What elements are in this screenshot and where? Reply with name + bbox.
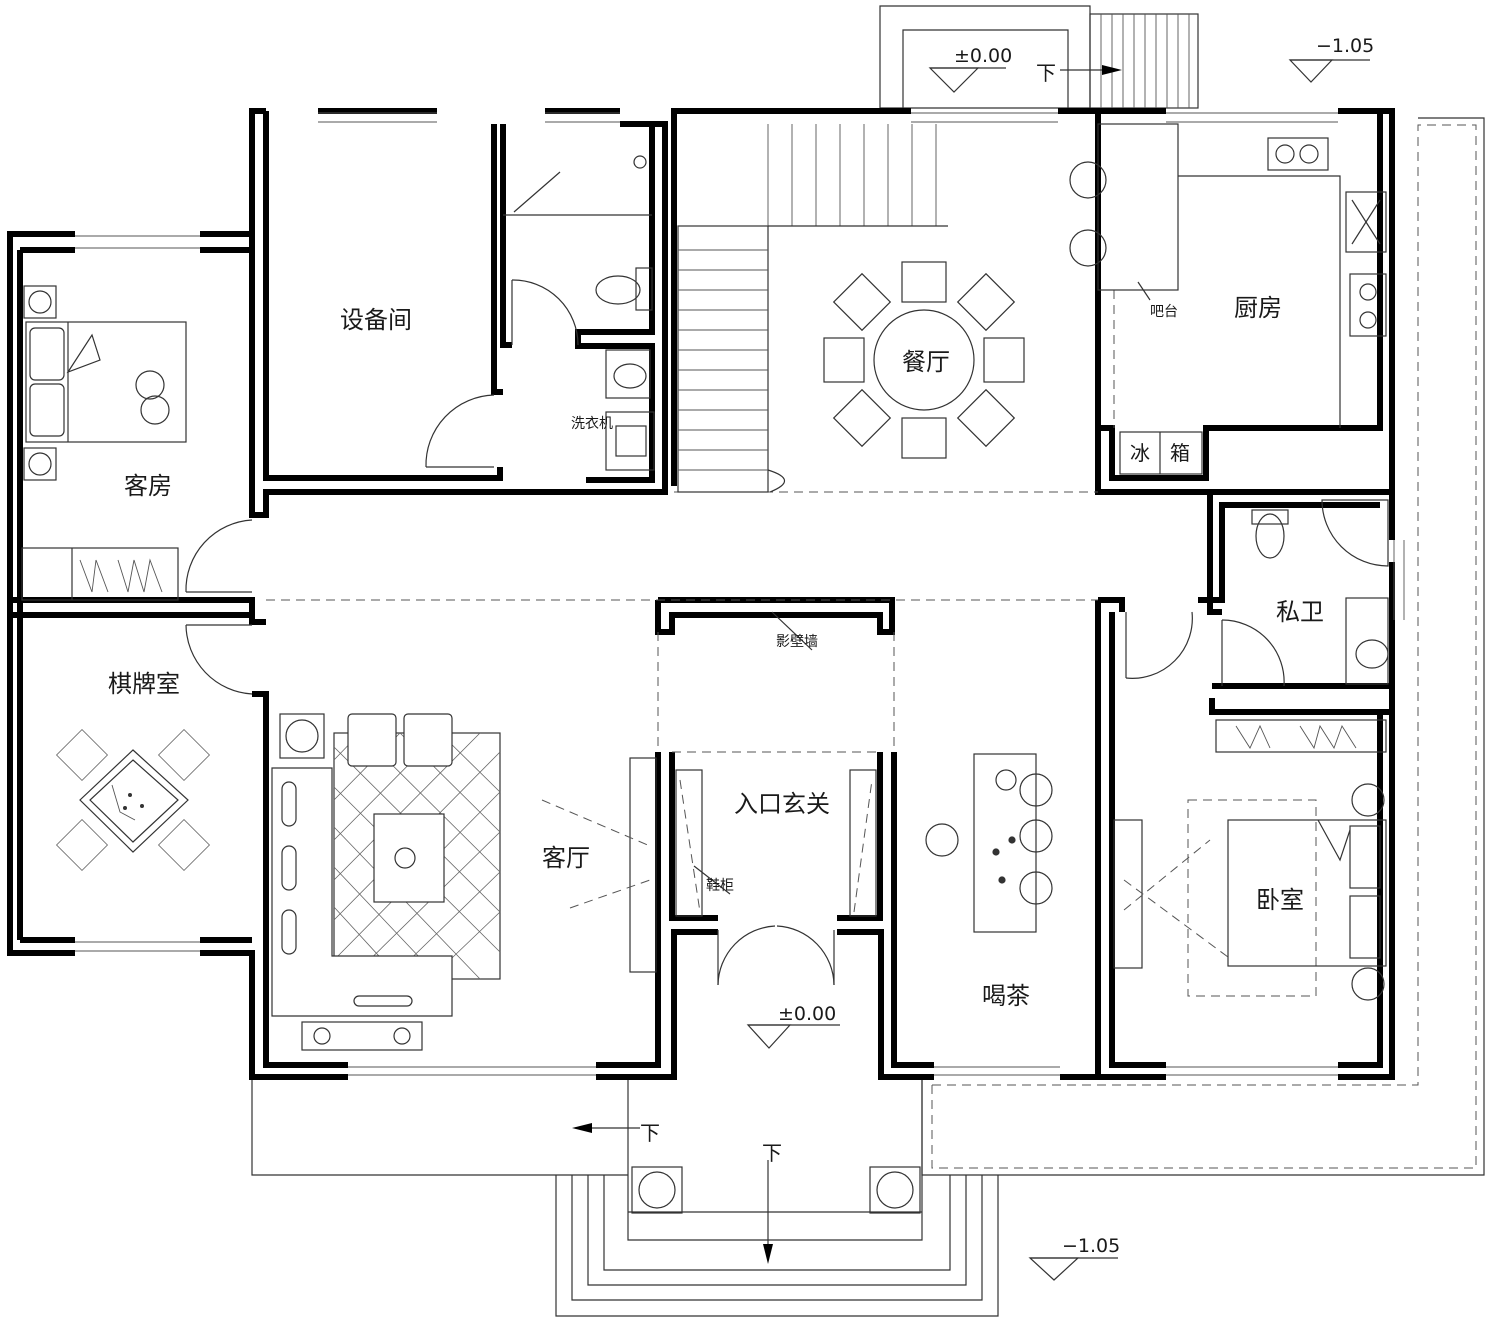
top-porch bbox=[879, 5, 1199, 109]
bath-fixtures bbox=[595, 155, 1389, 685]
bedroom-bed bbox=[1113, 719, 1387, 1001]
labels: 设备间 客房 餐厅 厨房 吧台 私卫 棋牌室 影壁墙 客厅 入口玄关 鞋柜 喝茶… bbox=[108, 35, 1374, 1257]
label-bedroom: 卧室 bbox=[1256, 886, 1304, 914]
exterior-walls bbox=[7, 108, 1395, 1080]
kitchen-fixtures bbox=[1069, 123, 1387, 475]
level-bottom-right: −1.05 bbox=[1062, 1235, 1120, 1257]
entrance-steps bbox=[555, 1123, 999, 1317]
label-living: 客厅 bbox=[542, 844, 590, 872]
label-kitchen: 厨房 bbox=[1234, 294, 1282, 322]
label-screen-wall: 影壁墙 bbox=[776, 634, 818, 650]
level-markers bbox=[746, 59, 1370, 1281]
stair-down-bottom-left: 下 bbox=[640, 1121, 660, 1145]
interior-walls bbox=[17, 111, 1392, 1077]
chess-table bbox=[55, 728, 211, 872]
label-private-bath: 私卫 bbox=[1276, 598, 1324, 626]
label-bar: 吧台 bbox=[1150, 304, 1178, 320]
label-guest-room: 客房 bbox=[124, 472, 172, 500]
label-equipment: 设备间 bbox=[340, 306, 412, 334]
doors bbox=[185, 171, 1285, 986]
living-sofa bbox=[271, 713, 657, 1051]
label-tea: 喝茶 bbox=[982, 982, 1030, 1010]
label-fridge-1: 冰 bbox=[1130, 441, 1150, 465]
level-top-porch: ±0.00 bbox=[954, 45, 1012, 67]
label-washer: 洗衣机 bbox=[571, 416, 613, 432]
dashed-lines bbox=[266, 289, 1115, 753]
label-chess-room: 棋牌室 bbox=[108, 670, 180, 698]
label-shoe-cabinet: 鞋柜 bbox=[706, 878, 734, 894]
label-fridge-2: 箱 bbox=[1170, 441, 1190, 465]
level-entrance: ±0.00 bbox=[778, 1003, 836, 1025]
interior-stair bbox=[677, 124, 948, 493]
dining-table bbox=[823, 261, 1025, 459]
stair-down-top: 下 bbox=[1036, 61, 1056, 85]
guest-bed bbox=[21, 285, 187, 601]
level-top-right: −1.05 bbox=[1316, 35, 1374, 57]
stair-down-bottom-center: 下 bbox=[762, 1141, 782, 1165]
shoe-cabinets bbox=[675, 611, 877, 917]
terrace-outline bbox=[251, 117, 1485, 1176]
tea-table bbox=[925, 753, 1053, 933]
windows bbox=[75, 112, 1405, 1076]
label-dining: 餐厅 bbox=[902, 348, 950, 376]
label-entrance: 入口玄关 bbox=[734, 790, 830, 818]
